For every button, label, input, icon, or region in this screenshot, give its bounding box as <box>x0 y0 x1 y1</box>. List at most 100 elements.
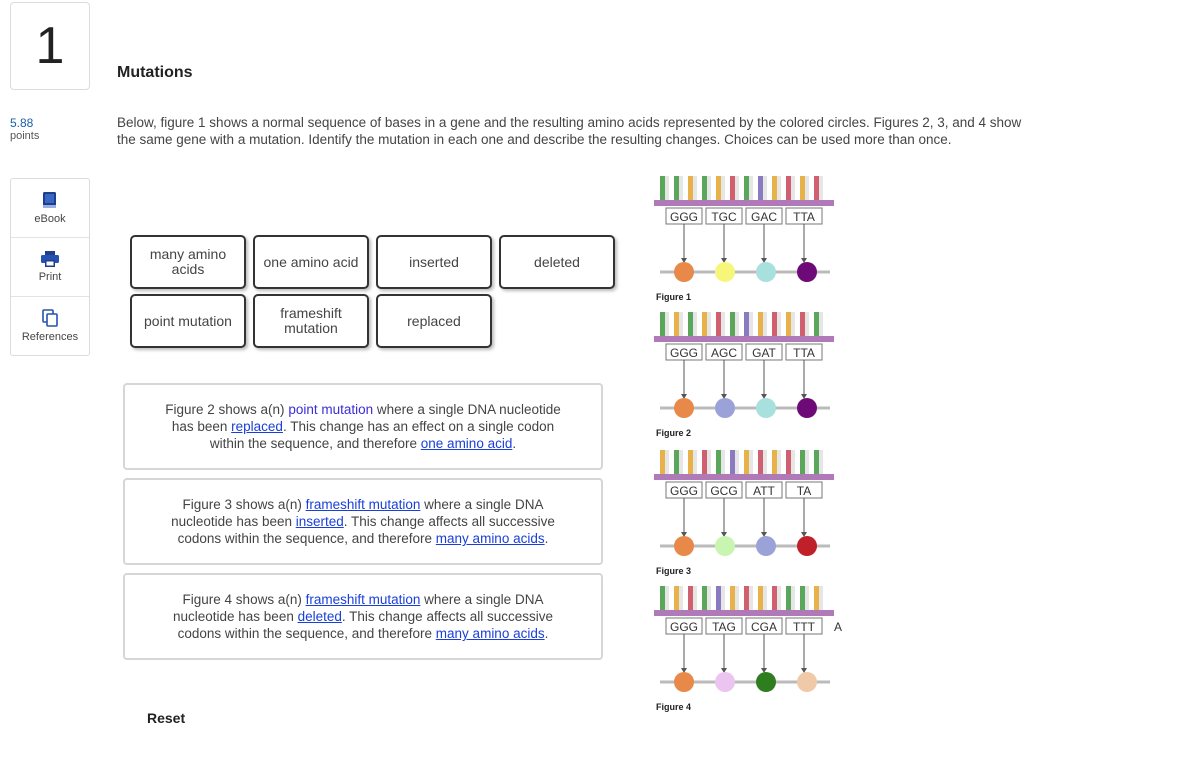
drop-slot-amino-effect[interactable]: many amino acids <box>435 531 545 546</box>
choice-replaced[interactable]: replaced <box>376 294 492 348</box>
helix-bar <box>758 586 763 612</box>
codon-3: CGA <box>751 620 777 634</box>
amino-acid-2 <box>715 536 735 556</box>
book-icon <box>43 192 56 208</box>
choice-one-amino-acid[interactable]: one amino acid <box>253 235 369 289</box>
helix-bar-shade <box>665 312 669 338</box>
codon-4: TTA <box>793 210 815 224</box>
drop-slot-mutation-type[interactable]: point mutation <box>288 402 374 417</box>
choice-point-mutation[interactable]: point mutation <box>130 294 246 348</box>
sentence-text: . <box>512 436 517 451</box>
helix-bar <box>716 450 721 476</box>
helix-bar-shade <box>777 312 781 338</box>
sentence-text: Figure 2 shows a(n) <box>165 402 289 417</box>
amino-acid-4 <box>797 262 817 282</box>
amino-acid-3 <box>756 536 776 556</box>
helix-bar-shade <box>763 176 767 202</box>
helix-bar-shade <box>735 312 739 338</box>
arrow-head <box>681 668 687 673</box>
helix-bar <box>786 450 791 476</box>
helix-bar <box>814 312 819 338</box>
codon-1: GGG <box>670 346 698 360</box>
arrow-head <box>801 668 807 673</box>
helix-bar-shade <box>791 586 795 612</box>
choice-deleted[interactable]: deleted <box>499 235 615 289</box>
helix-bar <box>702 312 707 338</box>
codon-4: TTT <box>793 620 816 634</box>
drop-slot-amino-effect[interactable]: many amino acids <box>435 626 545 641</box>
sentence-figure-4: Figure 4 shows a(n) frameshift mutation … <box>165 591 561 642</box>
choice-frameshift-mutation[interactable]: frameshift mutation <box>253 294 369 348</box>
helix-bar <box>800 450 805 476</box>
helix-bar <box>744 450 749 476</box>
drop-slot-nucleotide-change[interactable]: deleted <box>297 609 342 624</box>
helix-bar-shade <box>693 176 697 202</box>
references-button[interactable]: References <box>11 297 89 355</box>
tools-panel: eBook Print References <box>10 178 90 356</box>
sentence-text: . This change has an effect on a single … <box>209 419 555 451</box>
arrow-head <box>721 258 727 263</box>
choice-inserted[interactable]: inserted <box>376 235 492 289</box>
helix-bar <box>674 450 679 476</box>
amino-acid-3 <box>756 398 776 418</box>
helix-bar-shade <box>679 586 683 612</box>
helix-bar <box>814 176 819 202</box>
helix-bar <box>758 312 763 338</box>
helix-bar <box>800 312 805 338</box>
helix-bar-shade <box>805 450 809 476</box>
drop-slot-nucleotide-change[interactable]: replaced <box>231 419 283 434</box>
helix-bar <box>786 586 791 612</box>
choice-many-amino-acids[interactable]: many amino acids <box>130 235 246 289</box>
print-button[interactable]: Print <box>11 238 89 297</box>
codon-3: ATT <box>753 484 775 498</box>
figure-label: Figure 2 <box>656 428 691 438</box>
helix-bar-shade <box>721 176 725 202</box>
codon-2: TAG <box>712 620 736 634</box>
arrow-head <box>721 532 727 537</box>
arrow-head <box>721 394 727 399</box>
drop-slot-mutation-type[interactable]: frameshift mutation <box>305 592 421 607</box>
extra-base: A <box>834 620 842 634</box>
helix-bar <box>814 586 819 612</box>
reset-button[interactable]: Reset <box>147 710 186 726</box>
helix-bar <box>716 176 721 202</box>
references-label: References <box>21 331 79 343</box>
helix-bar-shade <box>721 586 725 612</box>
helix-bar-shade <box>763 312 767 338</box>
arrow-head <box>761 394 767 399</box>
sentence-text: . <box>544 626 549 641</box>
helix-bar <box>702 450 707 476</box>
amino-acid-3 <box>756 672 776 692</box>
sentence-figure-3: Figure 3 shows a(n) frameshift mutation … <box>165 496 561 547</box>
codon-1: GGG <box>670 210 698 224</box>
helix-bar <box>716 312 721 338</box>
helix-bar-shade <box>777 450 781 476</box>
score-unit: points <box>10 130 40 142</box>
copy-icon <box>42 309 58 327</box>
helix-bar <box>730 586 735 612</box>
figure-label: Figure 1 <box>656 292 691 302</box>
helix-bar <box>744 176 749 202</box>
sentence-text: Figure 3 shows a(n) <box>182 497 306 512</box>
arrow-head <box>721 668 727 673</box>
helix-bar-shade <box>749 312 753 338</box>
ebook-button[interactable]: eBook <box>11 179 89 238</box>
question-number: 1 <box>10 2 90 90</box>
drop-slot-nucleotide-change[interactable]: inserted <box>295 514 344 529</box>
drop-slot-amino-effect[interactable]: one amino acid <box>420 436 513 451</box>
dna-backbone <box>654 474 834 480</box>
answer-box-figure-3: Figure 3 shows a(n) frameshift mutation … <box>123 478 603 565</box>
amino-acid-4 <box>797 398 817 418</box>
drop-slot-mutation-type[interactable]: frameshift mutation <box>305 497 421 512</box>
helix-bar <box>660 312 665 338</box>
codon-3: GAT <box>752 346 776 360</box>
sentence-text: where a single DNA nucleotide has been <box>171 497 544 529</box>
ebook-label: eBook <box>34 213 66 225</box>
helix-bar-shade <box>721 450 725 476</box>
helix-bar <box>772 176 777 202</box>
helix-bar-shade <box>665 586 669 612</box>
amino-acid-1 <box>674 398 694 418</box>
